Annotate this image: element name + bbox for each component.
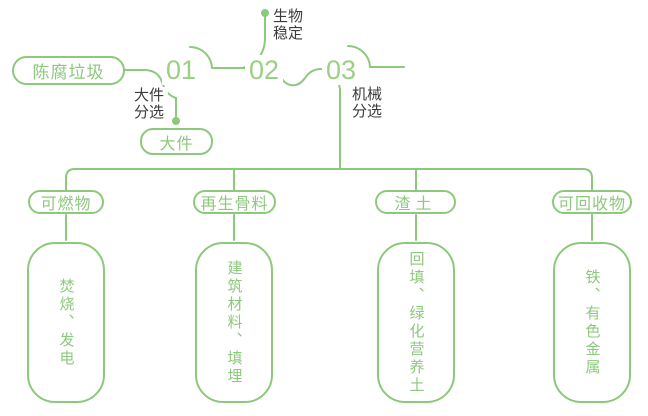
bulky-output-label: 大件 bbox=[159, 135, 194, 153]
result-box-backfill: 回填、绿化营养土 bbox=[377, 242, 455, 403]
line-02-to-03 bbox=[279, 68, 322, 87]
category-pill-recyclable: 可回收物 bbox=[552, 190, 632, 214]
station-number-03: 03 bbox=[322, 55, 360, 85]
category-label: 再生骨料 bbox=[200, 196, 269, 213]
process-label-bio-stabilization: 生物稳定 bbox=[273, 8, 307, 42]
result-box-construction: 建筑材料、填埋 bbox=[195, 242, 273, 403]
arc-01 bbox=[189, 45, 213, 69]
station-number-02: 02 bbox=[245, 55, 283, 85]
dot-bio bbox=[261, 9, 269, 17]
category-label: 可燃物 bbox=[40, 196, 92, 213]
bulky-output-pill: 大件 bbox=[140, 128, 213, 155]
category-label: 渣土 bbox=[394, 196, 437, 213]
category-label: 可回收物 bbox=[557, 196, 626, 213]
result-text: 建筑材料、填埋 bbox=[225, 259, 243, 386]
category-pill-combustible: 可燃物 bbox=[28, 190, 104, 214]
dot-bulky bbox=[172, 117, 180, 125]
category-pill-recycled-aggregate: 再生骨料 bbox=[193, 190, 276, 214]
result-text: 回填、绿化营养土 bbox=[407, 250, 425, 395]
result-box-metals: 铁、有色金属 bbox=[553, 242, 631, 403]
source-label: 陈腐垃圾 bbox=[32, 63, 105, 82]
category-pill-slag-soil: 渣土 bbox=[375, 190, 456, 214]
result-text: 铁、有色金属 bbox=[583, 268, 601, 377]
process-label-mechanical-sorting: 机械分选 bbox=[352, 86, 386, 120]
result-box-incineration: 焚烧、发电 bbox=[27, 242, 105, 403]
result-text: 焚烧、发电 bbox=[57, 277, 75, 368]
process-label-bulky-sorting: 大件分选 bbox=[134, 87, 168, 121]
station-number-01: 01 bbox=[162, 55, 200, 85]
distribution-bar bbox=[65, 168, 593, 192]
arc-03 bbox=[347, 44, 371, 68]
source-pill: 陈腐垃圾 bbox=[12, 56, 125, 85]
